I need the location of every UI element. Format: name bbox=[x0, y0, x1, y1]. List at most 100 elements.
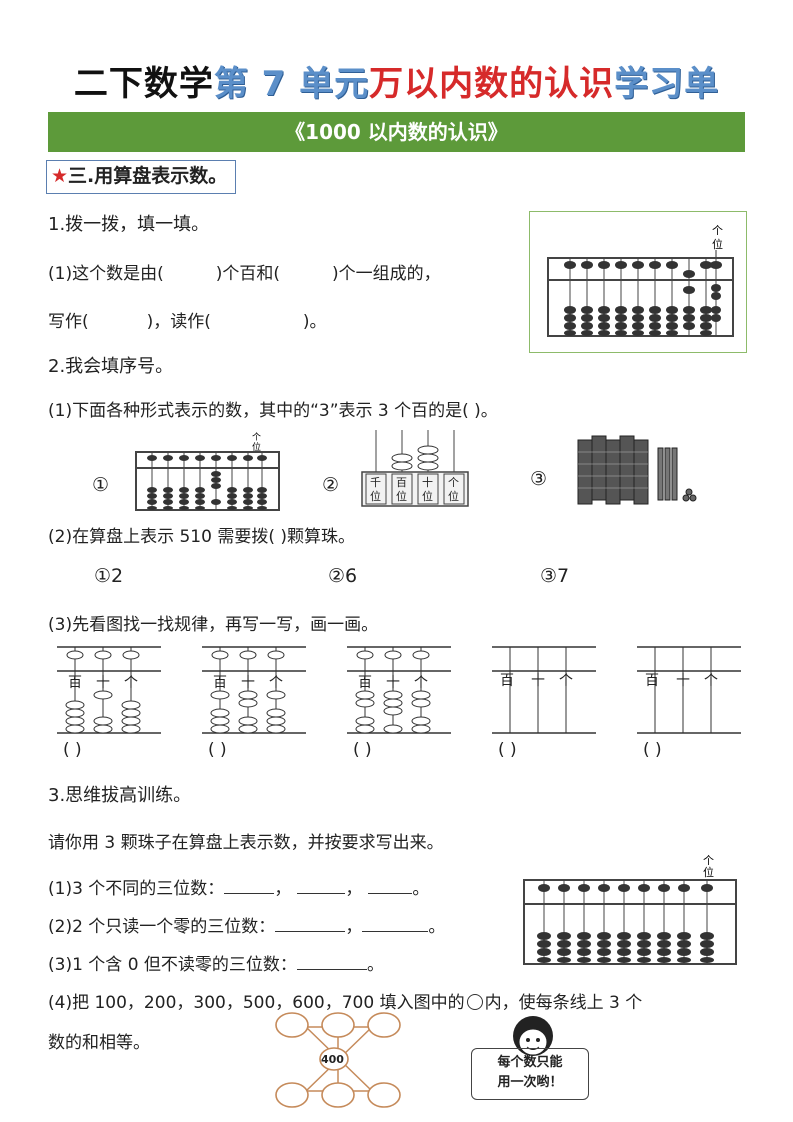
svg-text:位: 位 bbox=[252, 441, 261, 453]
pattern-abacus-4-empty[interactable]: 百 十个 bbox=[492, 646, 596, 734]
svg-text:百: 百 bbox=[213, 675, 227, 691]
svg-text:百: 百 bbox=[500, 673, 514, 689]
q3-item1-label: (1)3 个不同的三位数： bbox=[48, 879, 225, 899]
svg-text:十: 十 bbox=[422, 475, 433, 489]
answer-paren-3[interactable]: ( ) bbox=[353, 740, 372, 760]
q3-item1: (1)3 个不同的三位数： ， ， 。 bbox=[48, 874, 429, 899]
q1-heading: 1.拨一拨，填一填。 bbox=[48, 214, 210, 235]
q1-line2: 写作( )，读作( )。 bbox=[48, 307, 327, 332]
svg-text:十: 十 bbox=[241, 675, 255, 691]
separator: 。 bbox=[366, 955, 384, 975]
q1-text: )。 bbox=[302, 312, 327, 332]
empty-circle[interactable] bbox=[321, 1082, 355, 1108]
answer-blank[interactable] bbox=[224, 876, 275, 894]
speech-bubble: 每个数只能 用一次哟！ bbox=[471, 1048, 589, 1100]
pattern-abacus-3: 百十个 bbox=[347, 646, 451, 734]
separator: 。 bbox=[428, 917, 446, 937]
q2-heading: 2.我会填序号。 bbox=[48, 356, 174, 377]
answer-blank[interactable] bbox=[296, 952, 367, 970]
answer-blank[interactable] bbox=[275, 914, 346, 932]
q1-abacus-figure: 个 位 bbox=[529, 211, 747, 353]
title-part-grade: 二下数学 bbox=[73, 64, 214, 104]
q1-text: 写作( bbox=[48, 312, 89, 332]
svg-text:位: 位 bbox=[448, 489, 459, 503]
answer-paren-4[interactable]: ( ) bbox=[498, 740, 517, 760]
separator: ， bbox=[345, 917, 363, 937]
q1-text: (1)这个数是由( bbox=[48, 264, 164, 284]
svg-text:十: 十 bbox=[676, 673, 690, 689]
q3-item4: (4)把 100，200，300，500，600，700 填入图中的内，使每条线… bbox=[48, 988, 642, 1013]
svg-text:个: 个 bbox=[124, 675, 138, 691]
pattern-abacus-2: 百十个 bbox=[202, 646, 306, 734]
section-heading: ★三.用算盘表示数。 bbox=[46, 160, 237, 194]
ones-place-label: 个 bbox=[712, 224, 723, 237]
svg-text:十: 十 bbox=[531, 673, 545, 689]
pattern-abacus-1: 百十个 bbox=[57, 646, 161, 734]
answer-blank[interactable] bbox=[297, 876, 346, 894]
q3-item2: (2)2 个只读一个零的三位数： ， 。 bbox=[48, 912, 445, 937]
q2-option2-counting-frame: 千位 百位 十位 个位 bbox=[361, 430, 469, 507]
separator: 。 bbox=[412, 879, 430, 899]
q2-sub2-option-2[interactable]: ②6 bbox=[328, 565, 358, 587]
q3-heading: 3.思维拔高训练。 bbox=[48, 785, 192, 806]
pattern-abaci-graphic: 百十个 百十个 百十个 bbox=[57, 646, 741, 734]
circle-icon bbox=[466, 994, 483, 1010]
svg-text:百: 百 bbox=[396, 476, 407, 489]
answer-blank[interactable] bbox=[362, 914, 429, 932]
q1-text: )，读作( bbox=[146, 312, 211, 332]
svg-text:个: 个 bbox=[448, 476, 459, 489]
empty-circle[interactable] bbox=[367, 1082, 401, 1108]
svg-text:百: 百 bbox=[68, 675, 82, 691]
answer-paren-2[interactable]: ( ) bbox=[208, 740, 227, 760]
answer-paren-1[interactable]: ( ) bbox=[63, 740, 82, 760]
svg-text:个: 个 bbox=[704, 673, 718, 689]
q3-item3-label: (3)1 个含 0 但不读零的三位数： bbox=[48, 955, 297, 975]
q2-option-3[interactable]: ③ bbox=[530, 468, 548, 490]
svg-text:位: 位 bbox=[370, 489, 381, 503]
page-title: 二下数学第 7 单元万以内数的认识学习单 bbox=[0, 56, 793, 105]
q2-sub2-option-3[interactable]: ③7 bbox=[540, 565, 570, 587]
q2-sub2: (2)在算盘上表示 510 需要拨( )颗算珠。 bbox=[48, 527, 356, 547]
q2-option-1[interactable]: ① bbox=[92, 474, 110, 496]
svg-text:个: 个 bbox=[559, 673, 573, 689]
q2-sub1: (1)下面各种形式表示的数，其中的“3”表示 3 个百的是( )。 bbox=[48, 401, 498, 421]
svg-text:位: 位 bbox=[422, 489, 433, 503]
star-icon: ★ bbox=[51, 165, 69, 187]
svg-text:位: 位 bbox=[703, 865, 714, 879]
empty-circle[interactable] bbox=[275, 1082, 309, 1108]
q2-option3-base-ten-blocks bbox=[577, 435, 697, 505]
number-sum-diagram: 400 bbox=[275, 1012, 401, 1108]
pattern-abacus-5-empty[interactable]: 百 十个 bbox=[637, 646, 741, 734]
q3-item4-cont: 数的和相等。 bbox=[48, 1033, 150, 1053]
abacus-beads bbox=[564, 261, 722, 336]
pattern-abaci: 百十个 百十个 百十个 bbox=[55, 645, 755, 765]
q2-sub3: (3)先看图找一找规律，再写一写，画一画。 bbox=[48, 615, 379, 635]
lesson-banner: 《1000 以内数的认识》 bbox=[48, 112, 745, 152]
q2-option-2[interactable]: ② bbox=[322, 474, 340, 496]
svg-text:千: 千 bbox=[370, 476, 381, 489]
title-part-unit: 第 7 单元 bbox=[213, 64, 370, 104]
svg-text:个: 个 bbox=[414, 675, 428, 691]
q1-line1: (1)这个数是由()个百和()个一组成的， bbox=[48, 259, 441, 284]
svg-text:个: 个 bbox=[269, 675, 283, 691]
separator: ， bbox=[345, 879, 363, 899]
q3-empty-abacus[interactable]: 个位 bbox=[520, 852, 745, 967]
empty-circle[interactable] bbox=[367, 1012, 401, 1038]
q3-item3: (3)1 个含 0 但不读零的三位数： 。 bbox=[48, 950, 384, 975]
answer-paren-5[interactable]: ( ) bbox=[643, 740, 662, 760]
q3-item4-label: 内，使每条线上 3 个 bbox=[484, 993, 643, 1013]
svg-text:十: 十 bbox=[386, 675, 400, 691]
answer-blank[interactable] bbox=[368, 876, 413, 894]
q3-item2-label: (2)2 个只读一个零的三位数： bbox=[48, 917, 276, 937]
empty-circle[interactable] bbox=[321, 1012, 355, 1038]
svg-text:个: 个 bbox=[703, 854, 714, 867]
empty-circle[interactable] bbox=[275, 1012, 309, 1038]
q2-sub2-option-1[interactable]: ①2 bbox=[94, 565, 124, 587]
separator: ， bbox=[274, 879, 292, 899]
svg-text:十: 十 bbox=[96, 675, 110, 691]
q3-item4-label: (4)把 100，200，300，500，600，700 填入图中的 bbox=[48, 993, 465, 1013]
svg-text:百: 百 bbox=[645, 673, 659, 689]
title-part-sheet: 学习单 bbox=[614, 64, 720, 104]
q3-intro: 请你用 3 颗珠子在算盘上表示数，并按要求写出来。 bbox=[48, 833, 444, 853]
section-label: 三.用算盘表示数。 bbox=[68, 165, 228, 187]
